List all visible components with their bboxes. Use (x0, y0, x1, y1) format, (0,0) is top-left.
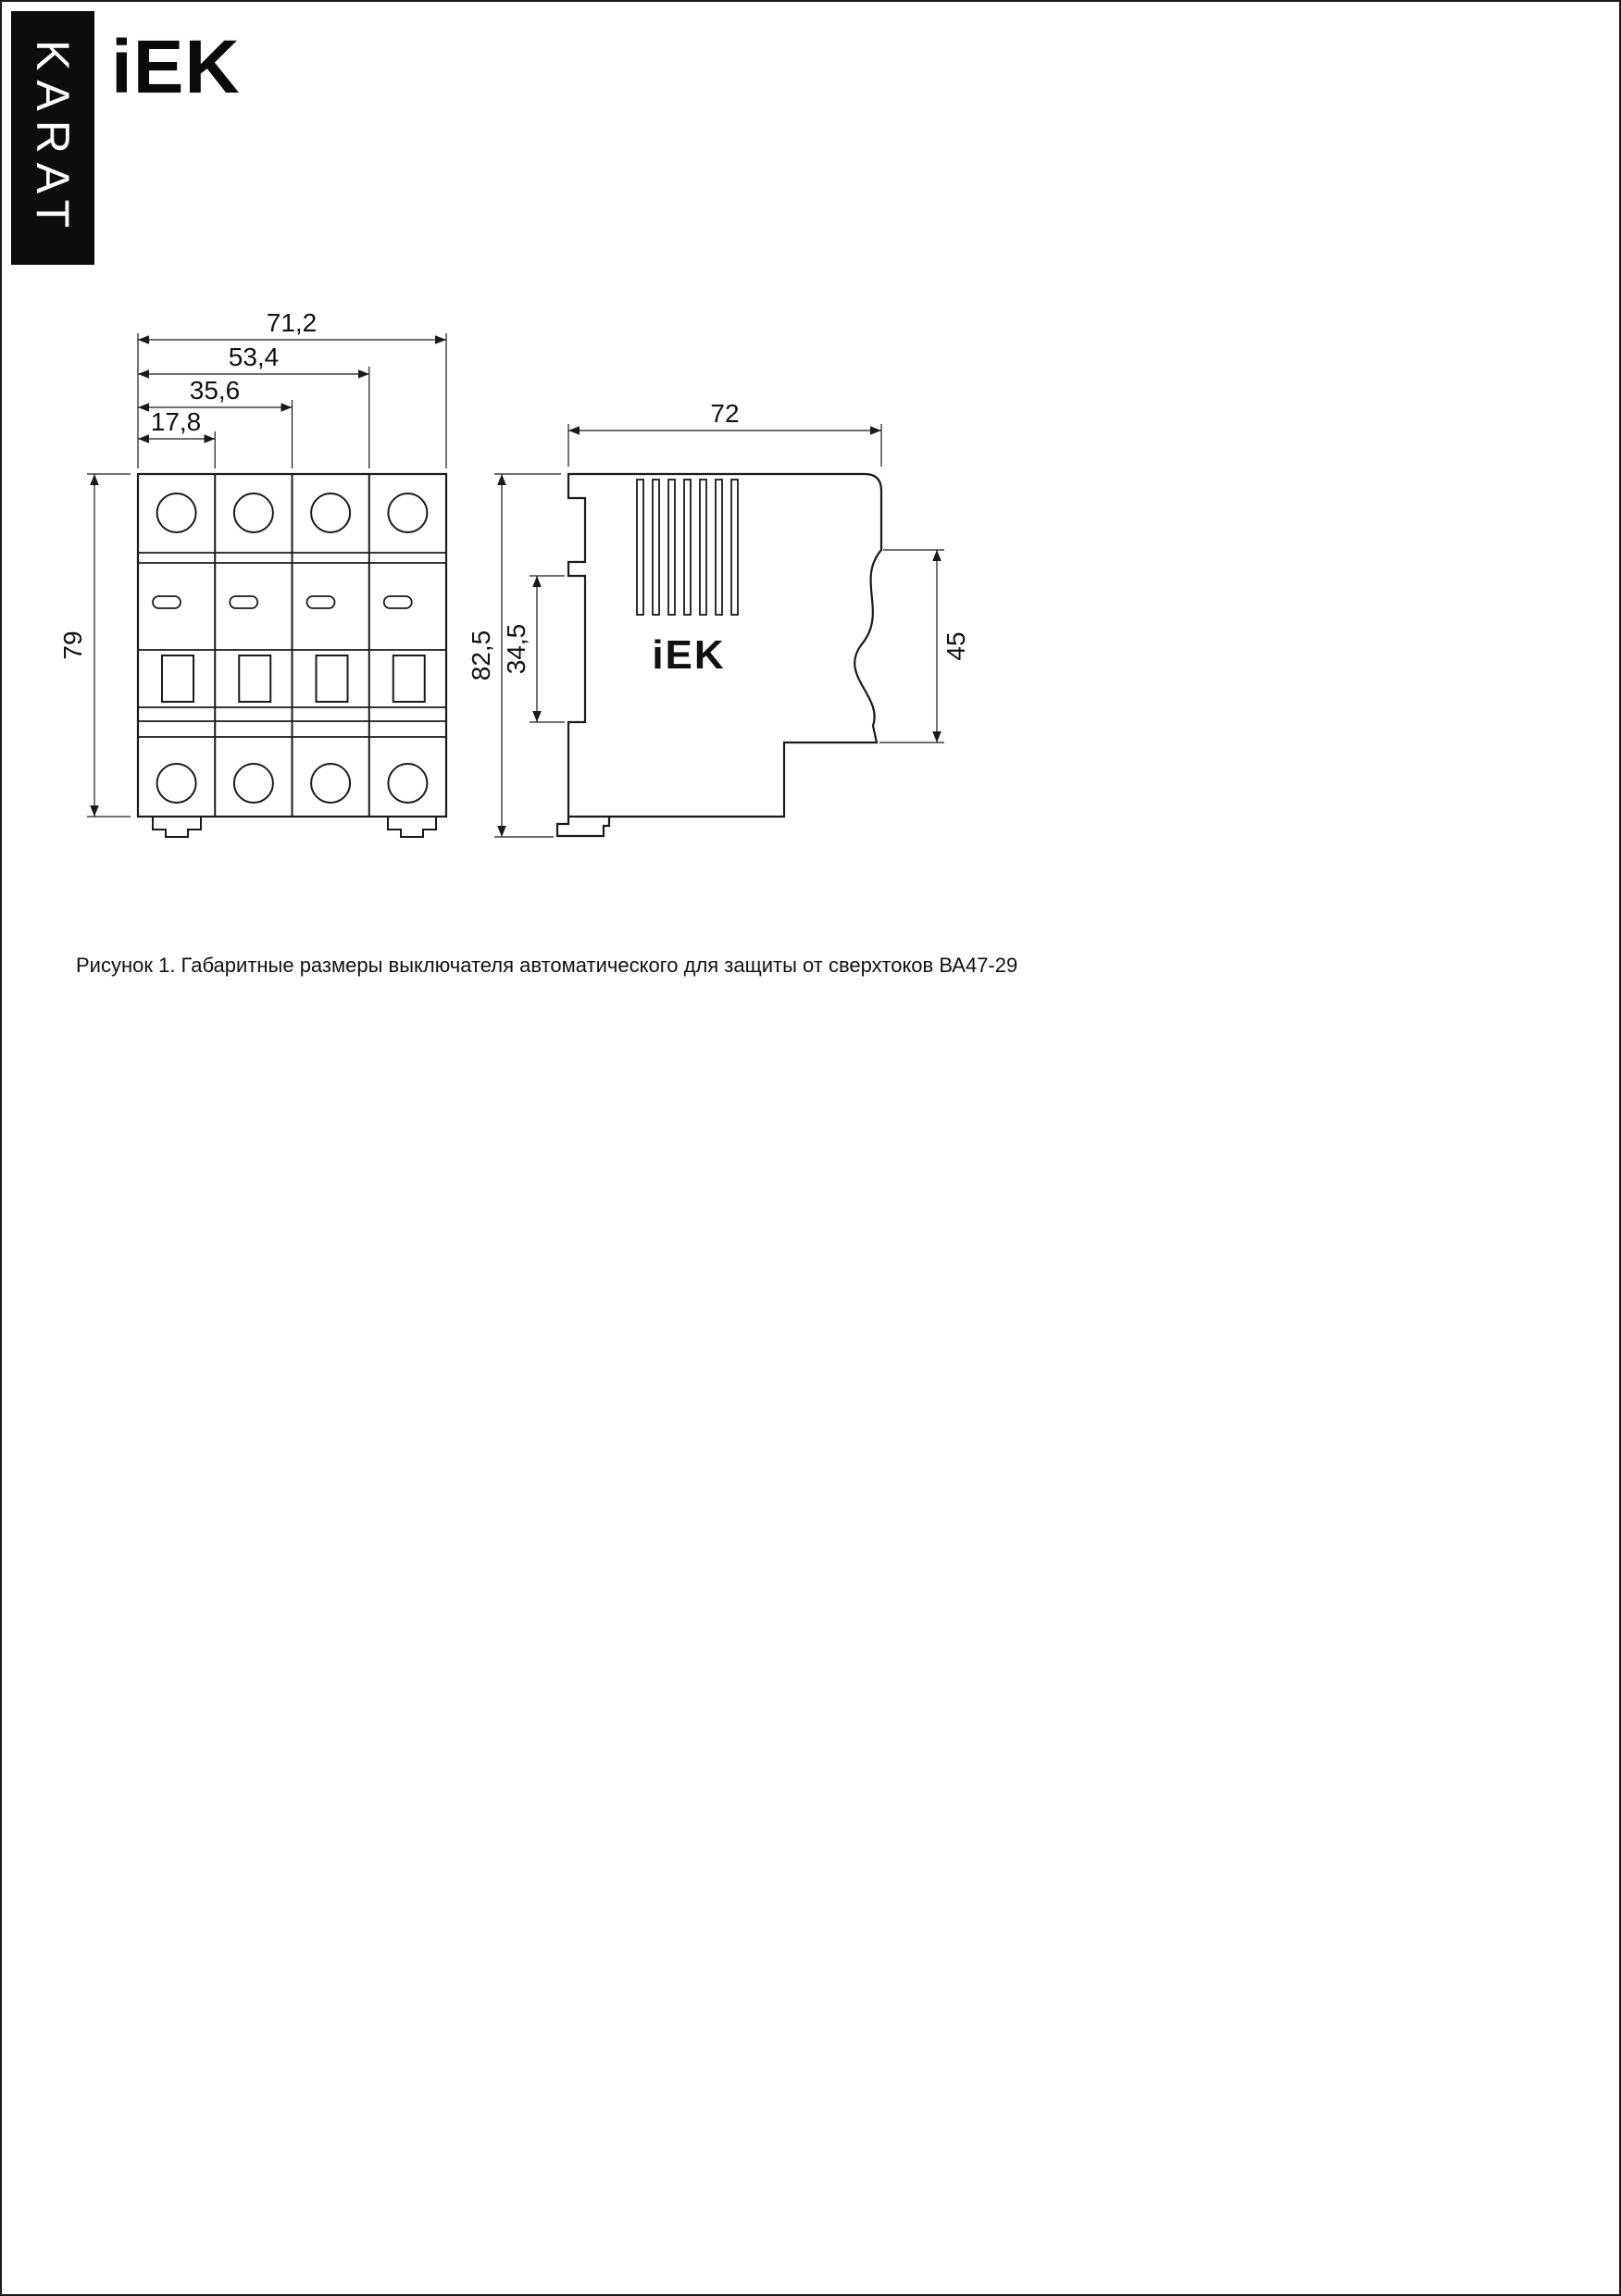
dim-label-side-height-total: 82,5 (467, 630, 495, 681)
label-window (229, 595, 259, 609)
front-view: 71,2 53,4 35,6 17,8 79 (58, 308, 448, 838)
vent-rib (730, 479, 739, 616)
din-foot (555, 817, 611, 838)
dim-label-front-height: 79 (58, 630, 87, 659)
figure-caption: Рисунок 1. Габаритные размеры выключател… (76, 954, 1018, 977)
screw-circle (156, 763, 197, 804)
side-view-dimensions (494, 424, 944, 838)
vent-rib (652, 479, 660, 616)
screw-circle (387, 493, 429, 533)
din-clips-front (152, 817, 437, 838)
dim-label-side-depth: 72 (710, 399, 739, 428)
dim-label-front-width-2mod: 35,6 (190, 376, 241, 405)
dim-label-side-din-opening: 34,5 (502, 624, 530, 675)
toggle-handle (392, 655, 426, 703)
screw-circle (310, 493, 352, 533)
toggle-handle (315, 655, 349, 703)
brand-banner: KARAT (11, 11, 94, 265)
screw-circle (232, 763, 274, 804)
dim-label-front-width-1mod: 17,8 (151, 407, 202, 436)
terminal-screws-top (156, 493, 429, 533)
side-profile-outline (567, 472, 883, 818)
label-windows (152, 595, 413, 609)
dim-label-front-width-3mod: 53,4 (229, 343, 280, 371)
vent-rib (667, 479, 676, 616)
front-view-dimensions (87, 333, 447, 817)
din-clip (152, 817, 202, 838)
front-view-body (136, 472, 448, 818)
side-view-body (555, 472, 883, 838)
toggle-handle (238, 655, 272, 703)
iek-logo: iEK (111, 25, 241, 109)
vent-rib (699, 479, 707, 616)
toggle-handles (161, 655, 426, 703)
screw-circle (232, 493, 274, 533)
screw-circle (310, 763, 352, 804)
terminal-screws-bottom (156, 763, 429, 804)
vent-rib (683, 479, 692, 616)
toggle-handle (161, 655, 194, 703)
label-window (382, 595, 413, 609)
dim-label-front-width-total: 71,2 (267, 308, 318, 337)
side-view: 72 82,5 34,5 45 iEK (467, 399, 970, 838)
dim-label-side-front-height: 45 (941, 631, 970, 660)
label-window (152, 595, 181, 609)
dimension-drawing: 71,2 53,4 35,6 17,8 79 (58, 308, 970, 838)
screw-circle (156, 493, 197, 533)
label-window (305, 595, 336, 609)
side-view-iek-logo: iEK (652, 632, 725, 678)
screw-circle (387, 763, 429, 804)
din-clip (387, 817, 437, 838)
vent-rib (636, 479, 644, 616)
brand-vertical-text: KARAT (27, 39, 79, 237)
vent-ribs (636, 479, 739, 616)
vent-rib (715, 479, 723, 616)
